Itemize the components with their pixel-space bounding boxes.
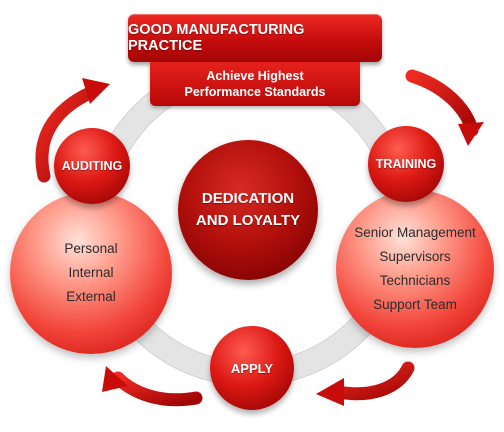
auditing-node: AUDITING [54, 128, 130, 204]
arrow-bottom-right-icon [316, 361, 415, 406]
center-circle: DEDICATION AND LOYALTY [178, 140, 318, 280]
subtitle-banner: Achieve Highest Performance Standards [150, 62, 360, 106]
auditing-item-internal: Internal [68, 265, 114, 280]
title-text: GOOD MANUFACTURING PRACTICE [128, 22, 305, 54]
arrow-top-right-icon [405, 69, 484, 146]
training-details-circle: Senior Management Supervisors Technician… [336, 190, 494, 348]
center-line-1: DEDICATION [201, 190, 295, 207]
auditing-item-personal: Personal [64, 241, 118, 256]
title-banner: GOOD MANUFACTURING PRACTICE [128, 14, 382, 62]
arrow-top-left-icon [35, 78, 110, 183]
training-item-technicians: Technicians [379, 273, 451, 288]
center-line-2: AND LOYALTY [195, 212, 301, 229]
training-label: TRAINING [375, 157, 437, 171]
arrow-bottom-left-icon [102, 366, 203, 407]
subtitle-line-1: Achieve Highest [206, 69, 304, 83]
training-node: TRAINING [368, 126, 444, 202]
apply-label: APPLY [230, 360, 274, 376]
training-item-support-team: Support Team [373, 297, 457, 312]
apply-node: APPLY [210, 326, 294, 410]
subtitle-line-2: Performance Standards [184, 85, 326, 99]
auditing-item-external: External [66, 289, 116, 304]
auditing-label: AUDITING [61, 159, 123, 173]
training-item-senior-management: Senior Management [354, 225, 476, 240]
training-item-supervisors: Supervisors [379, 249, 451, 264]
auditing-details-circle: Personal Internal External [10, 192, 172, 354]
